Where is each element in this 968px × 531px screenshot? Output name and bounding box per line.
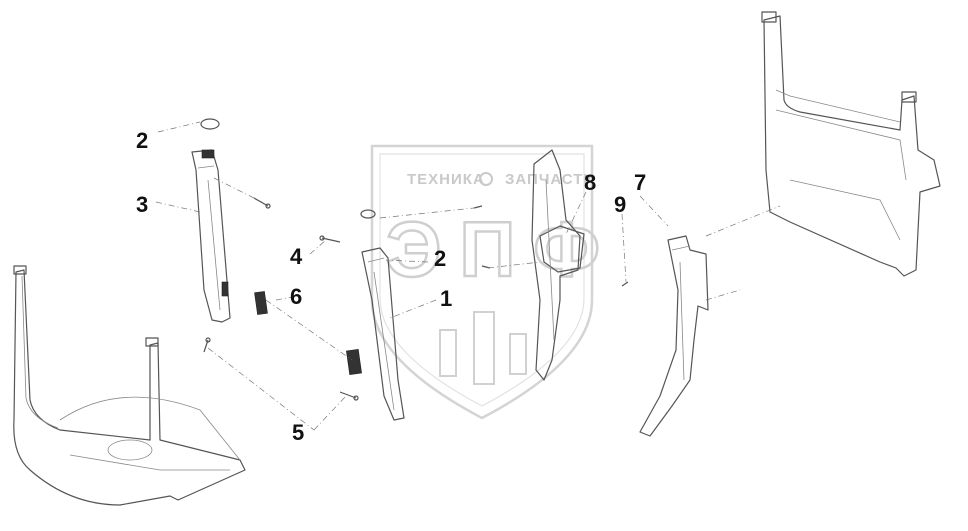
callout-4: 4: [290, 244, 303, 269]
watermark-text-right: ЗАПЧАСТИ: [505, 171, 595, 188]
watermark-building: [439, 329, 457, 377]
callout-2-top: 2: [136, 128, 148, 153]
part-2-cap-left: [200, 118, 220, 130]
callout-1: 1: [440, 286, 452, 311]
part-7-right-trim: [639, 235, 709, 437]
leader-lines: [155, 121, 781, 431]
callout-2-center: 2: [434, 246, 446, 271]
part-8-pillar-panel: [531, 149, 585, 381]
watermark-logo: ТЕХНИКА ЗАПЧАСТИ ЭПФ: [370, 144, 601, 420]
watermark-building: [509, 333, 527, 375]
callout-6: 6: [290, 284, 302, 309]
callout-9: 9: [614, 192, 626, 217]
callout-7: 7: [634, 170, 646, 195]
part-6-clips: [254, 291, 362, 376]
part-1-center-trim: [360, 209, 405, 421]
fastener-screws: [203, 197, 629, 401]
callout-labels: 2 3 4 6 5 2 1 8 9 7: [136, 128, 646, 445]
part-upper-right-frame: [761, 11, 941, 277]
callout-3: 3: [136, 192, 148, 217]
gear-icon: [479, 172, 493, 186]
part-lower-left-frame: [13, 265, 246, 506]
watermark-big-letters: ЭПФ: [386, 205, 600, 293]
callout-5: 5: [292, 420, 304, 445]
callout-8: 8: [584, 170, 596, 195]
watermark-building: [473, 311, 495, 385]
watermark-text-left: ТЕХНИКА: [407, 171, 485, 188]
part-3-post-trim: [191, 149, 231, 323]
